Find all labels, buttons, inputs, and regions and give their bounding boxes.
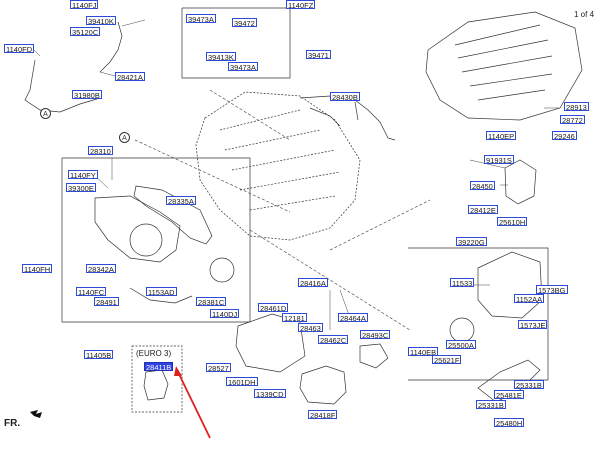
leader-line bbox=[469, 159, 506, 169]
part-label[interactable]: 1140EB bbox=[408, 347, 439, 357]
egr-group-box bbox=[408, 247, 549, 381]
egr-valve bbox=[299, 365, 347, 405]
highlight-arrow bbox=[174, 366, 211, 439]
part-label[interactable]: 1573JE bbox=[518, 320, 548, 330]
turbo-outlet bbox=[209, 257, 235, 283]
wire-harness-branch bbox=[309, 101, 359, 127]
part-label[interactable]: 28461D bbox=[258, 303, 289, 313]
part-label[interactable]: 35120C bbox=[70, 27, 101, 37]
bracket-box-top bbox=[181, 7, 291, 79]
part-label[interactable]: 29246 bbox=[552, 131, 577, 141]
part-label[interactable]: 28491 bbox=[94, 297, 119, 307]
part-label[interactable]: 1601DH bbox=[226, 377, 258, 387]
part-label[interactable]: 31980B bbox=[72, 90, 102, 100]
leader-line bbox=[99, 71, 116, 77]
part-label[interactable]: 28310 bbox=[88, 146, 113, 156]
vacuum-hose bbox=[99, 21, 123, 73]
part-label[interactable]: 25500A bbox=[446, 340, 476, 350]
part-label[interactable]: 28493C bbox=[360, 330, 391, 340]
egr-pipe-right bbox=[504, 159, 537, 205]
part-label[interactable]: 28462C bbox=[318, 335, 349, 345]
part-label[interactable]: 39473A bbox=[228, 62, 258, 72]
part-label[interactable]: 28450 bbox=[470, 181, 495, 191]
part-label[interactable]: 28913 bbox=[564, 102, 589, 112]
guide-line bbox=[209, 89, 291, 141]
egr-cooler bbox=[235, 313, 306, 373]
euro3-bracket bbox=[143, 369, 169, 401]
part-label[interactable]: 25331B bbox=[514, 380, 544, 390]
euro-variant-note: (EURO 3) bbox=[136, 349, 172, 358]
part-label[interactable]: 1140FD bbox=[4, 44, 35, 54]
callout-a: A bbox=[40, 108, 51, 119]
manifold-gasket bbox=[133, 185, 213, 245]
vacuum-pipe bbox=[24, 59, 101, 113]
part-label[interactable]: 39471 bbox=[306, 50, 331, 60]
engine-head-detail bbox=[219, 109, 341, 211]
egr-gasket bbox=[359, 343, 389, 369]
part-label[interactable]: 91931S bbox=[484, 155, 514, 165]
wire-harness bbox=[299, 95, 396, 141]
part-label[interactable]: 11405B bbox=[84, 350, 114, 360]
part-label[interactable]: 1573BG bbox=[536, 285, 568, 295]
guide-line bbox=[329, 199, 431, 251]
part-label[interactable]: 1140FY bbox=[68, 170, 98, 180]
euro3-box bbox=[131, 345, 183, 413]
part-label[interactable]: 1153AD bbox=[146, 287, 177, 297]
part-label[interactable]: 28342A bbox=[86, 264, 116, 274]
part-label[interactable]: 28430B bbox=[330, 92, 360, 102]
part-label[interactable]: 11533 bbox=[450, 278, 475, 288]
guide-line bbox=[134, 139, 291, 213]
part-label[interactable]: 28412E bbox=[468, 205, 498, 215]
part-label[interactable]: 28527 bbox=[206, 363, 231, 373]
part-label[interactable]: 28381C bbox=[196, 297, 227, 307]
part-label[interactable]: 1140FJ bbox=[70, 0, 99, 10]
part-label[interactable]: 39413K bbox=[206, 52, 236, 62]
part-label[interactable]: 1339CD bbox=[254, 389, 286, 399]
exhaust-manifold bbox=[94, 195, 181, 263]
part-label[interactable]: 28463 bbox=[298, 323, 323, 333]
part-label[interactable]: 28421A bbox=[115, 72, 145, 82]
part-label[interactable]: 25610H bbox=[497, 217, 528, 227]
part-label-highlighted[interactable]: 28411B bbox=[144, 362, 174, 372]
part-label[interactable]: 39472 bbox=[232, 18, 257, 28]
part-label[interactable]: 28416A bbox=[298, 278, 328, 288]
part-label[interactable]: 39410K bbox=[86, 16, 116, 26]
engine-head bbox=[195, 91, 361, 241]
exhaust-pipe bbox=[129, 287, 193, 304]
part-label[interactable]: 39300E bbox=[66, 183, 96, 193]
part-label[interactable]: 1140FZ bbox=[286, 0, 316, 10]
leader-line bbox=[121, 19, 146, 27]
part-label[interactable]: 25480H bbox=[494, 418, 525, 428]
part-label[interactable]: 28418F bbox=[308, 410, 338, 420]
part-label[interactable]: 28464A bbox=[338, 313, 368, 323]
part-label[interactable]: 39220G bbox=[456, 237, 487, 247]
part-label[interactable]: 12181 bbox=[282, 313, 307, 323]
front-label: FR. bbox=[4, 418, 21, 429]
front-direction-arrow bbox=[30, 410, 42, 418]
thermostat-housing bbox=[477, 251, 543, 319]
guide-line bbox=[249, 229, 411, 331]
part-label[interactable]: 1140FH bbox=[22, 264, 53, 274]
water-outlet bbox=[449, 317, 475, 343]
part-label[interactable]: 39473A bbox=[186, 14, 216, 24]
part-label[interactable]: 28335A bbox=[166, 196, 196, 206]
part-label[interactable]: 28772 bbox=[560, 115, 585, 125]
part-label[interactable]: 1140FC bbox=[76, 287, 107, 297]
part-label[interactable]: 1140EP bbox=[486, 131, 517, 141]
callout-a: A bbox=[119, 132, 130, 143]
part-label[interactable]: 1140DJ bbox=[210, 309, 240, 319]
engine-cover bbox=[425, 11, 583, 121]
engine-cover-ribs bbox=[454, 24, 553, 101]
part-label[interactable]: 25331B bbox=[476, 400, 506, 410]
turbo-housing bbox=[129, 223, 163, 257]
part-label[interactable]: 1152AA bbox=[514, 294, 545, 304]
part-label[interactable]: 25481E bbox=[494, 390, 524, 400]
part-label[interactable]: 25621F bbox=[432, 355, 462, 365]
page-indicator: 1 of 4 bbox=[574, 10, 595, 19]
